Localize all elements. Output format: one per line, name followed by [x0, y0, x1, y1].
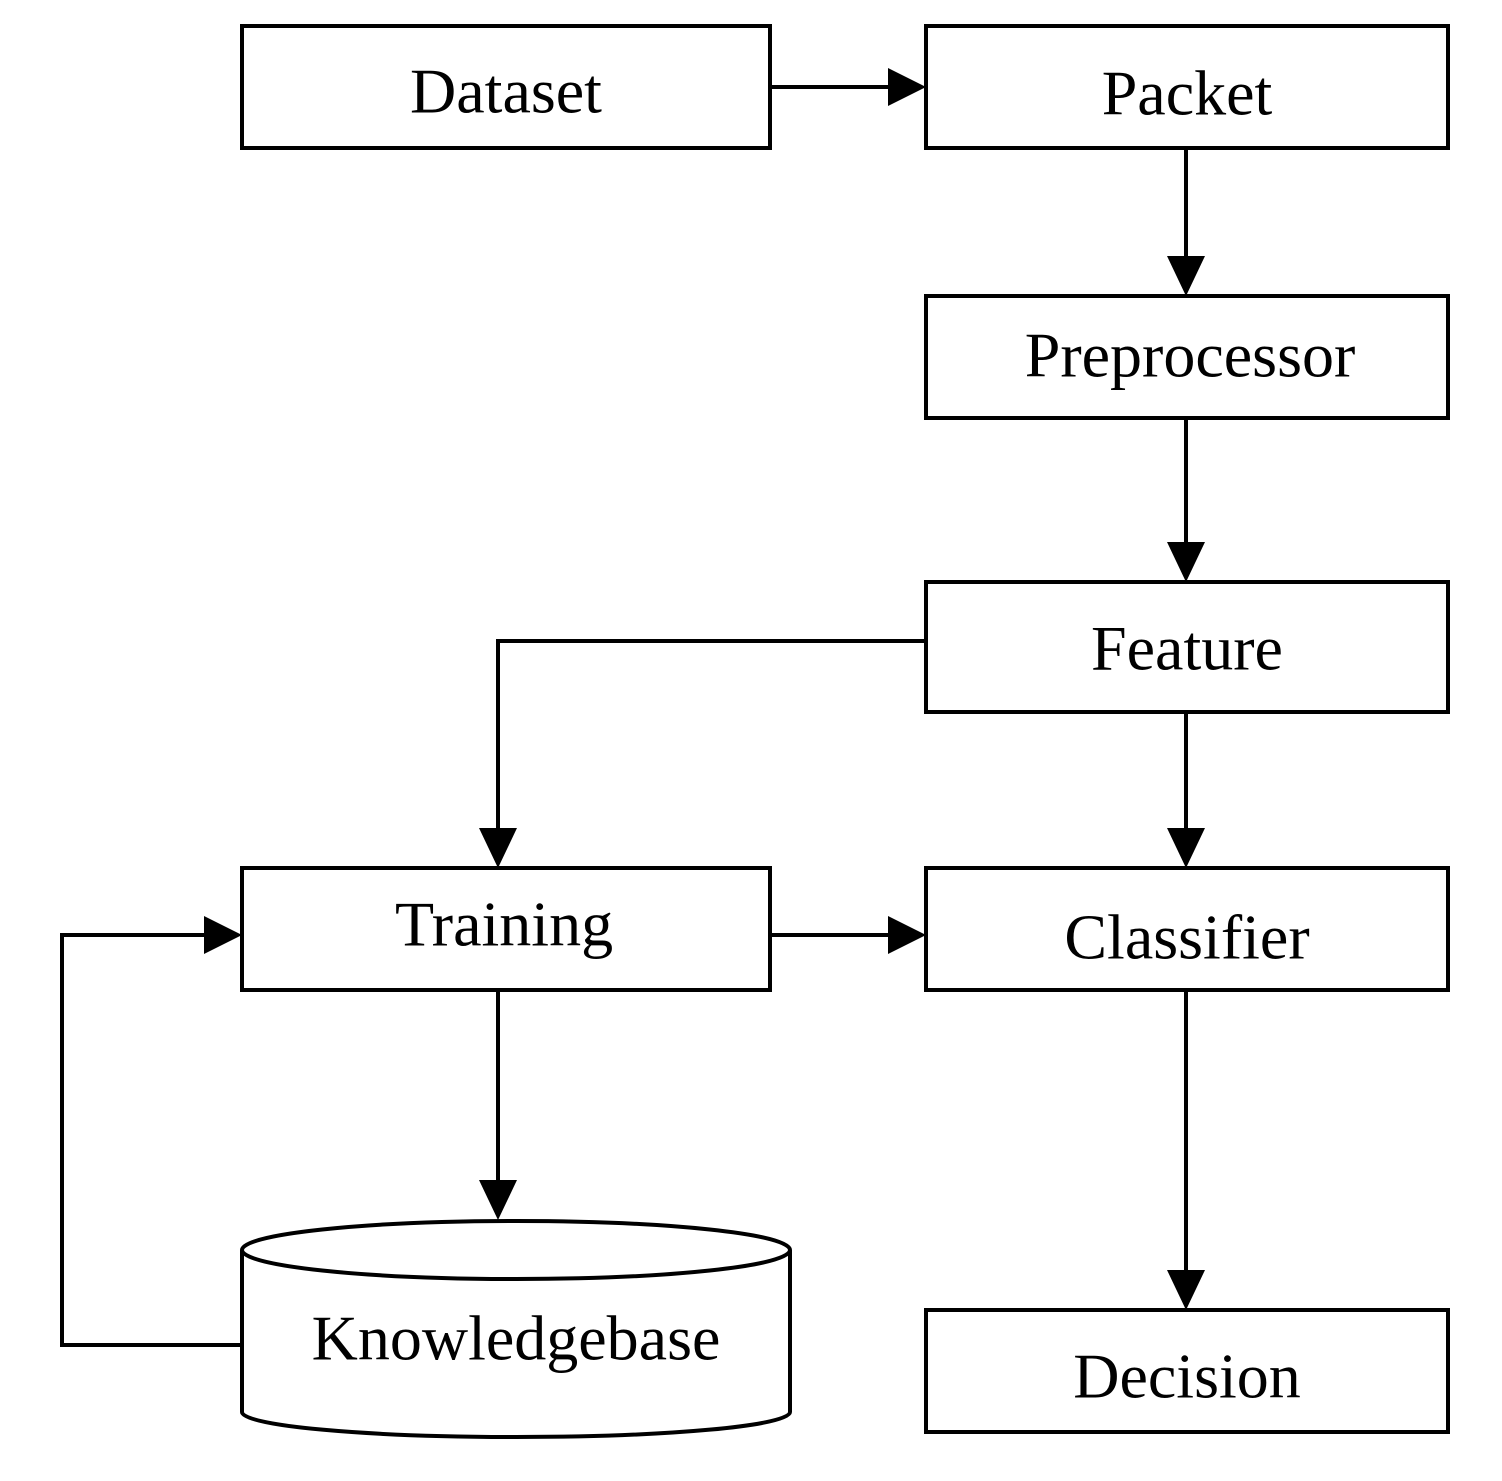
node-decision: Decision [924, 1308, 1450, 1434]
edge-training-to-classifier [770, 916, 926, 954]
node-knowledgebase: Knowledgebase [240, 1219, 792, 1439]
node-training-label: Training [395, 889, 613, 960]
node-preprocessor: Preprocessor [924, 294, 1450, 420]
node-feature-label: Feature [1091, 613, 1283, 684]
edge-feature-to-training [479, 639, 926, 868]
node-preprocessor-label: Preprocessor [1025, 320, 1356, 391]
node-feature: Feature [924, 580, 1450, 714]
node-packet: Packet [924, 24, 1450, 150]
edge-classifier-to-decision [1167, 990, 1205, 1310]
edge-knowledgebase-to-training [60, 916, 242, 1347]
edge-dataset-to-packet [770, 68, 926, 106]
edge-preprocessor-to-feature [1167, 418, 1205, 582]
node-dataset-label: Dataset [410, 56, 602, 127]
edge-feature-to-classifier [1167, 712, 1205, 868]
node-training: Training [240, 866, 772, 992]
node-knowledgebase-label: Knowledgebase [312, 1303, 721, 1374]
edge-training-to-knowledgebase [479, 990, 517, 1220]
node-decision-label: Decision [1073, 1341, 1301, 1412]
edge-packet-to-preprocessor [1167, 148, 1205, 296]
node-dataset: Dataset [240, 24, 772, 150]
node-classifier-label: Classifier [1064, 902, 1309, 973]
node-packet-label: Packet [1102, 58, 1273, 129]
node-classifier: Classifier [924, 866, 1450, 992]
